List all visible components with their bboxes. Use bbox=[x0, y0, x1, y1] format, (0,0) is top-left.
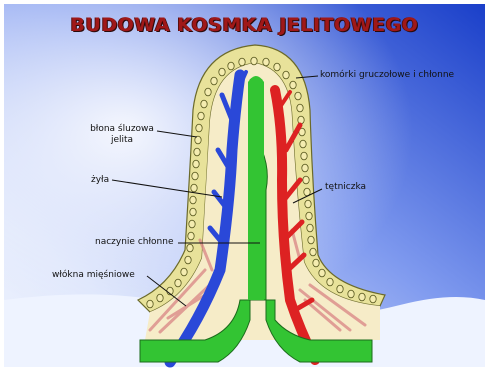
label-komorki: komórki gruczołowe i chłonne bbox=[320, 70, 454, 81]
epithelial-cell bbox=[205, 88, 211, 96]
epithelial-cell bbox=[188, 232, 194, 240]
epithelial-cell bbox=[302, 164, 308, 172]
epithelial-cell bbox=[196, 124, 202, 132]
diagram-title: BUDOWA KOSMKA JELITOWEGO bbox=[0, 14, 489, 36]
label-blona: błona śluzowa jelita bbox=[87, 124, 157, 146]
epithelial-cell bbox=[195, 136, 201, 144]
epithelial-cell bbox=[307, 224, 313, 232]
epithelial-cell bbox=[370, 295, 376, 303]
epithelial-cell bbox=[290, 81, 296, 89]
epithelial-cell bbox=[300, 140, 306, 148]
epithelial-cell bbox=[297, 104, 303, 112]
epithelial-cell bbox=[187, 244, 193, 252]
epithelial-cell bbox=[348, 290, 354, 298]
label-naczynie: naczynie chłonne bbox=[95, 237, 173, 248]
epithelial-cell bbox=[190, 196, 196, 204]
epithelial-cell bbox=[185, 256, 191, 264]
epithelial-cell bbox=[181, 268, 187, 276]
epithelial-cell bbox=[189, 220, 195, 228]
label-tetniczka: tętniczka bbox=[325, 182, 366, 193]
epithelial-cell bbox=[327, 278, 333, 286]
label-wlokna: włókna mięśniowe bbox=[52, 270, 135, 281]
epithelial-cell bbox=[337, 285, 343, 293]
epithelial-cell bbox=[303, 176, 309, 184]
epithelial-cell bbox=[157, 294, 163, 302]
epithelial-cell bbox=[313, 259, 319, 267]
epithelial-cell bbox=[175, 279, 181, 287]
epithelial-cell bbox=[319, 269, 325, 277]
epithelial-cell bbox=[274, 63, 280, 71]
epithelial-cell bbox=[147, 300, 153, 308]
epithelial-cell bbox=[194, 148, 200, 156]
epithelial-cell bbox=[283, 71, 289, 79]
epithelial-cell bbox=[228, 62, 234, 70]
epithelial-cell bbox=[201, 100, 207, 108]
epithelial-cell bbox=[211, 77, 217, 85]
label-blona-line2: jelita bbox=[87, 135, 157, 146]
epithelial-cell bbox=[301, 152, 307, 160]
label-zyla: żyła bbox=[91, 175, 109, 186]
epithelial-cell bbox=[251, 57, 257, 65]
epithelial-cell bbox=[308, 236, 314, 244]
epithelial-cell bbox=[298, 116, 304, 124]
epithelial-cell bbox=[193, 160, 199, 168]
epithelial-cell bbox=[359, 293, 365, 301]
epithelial-cell bbox=[219, 68, 225, 76]
epithelial-cell bbox=[310, 248, 316, 256]
epithelial-cell bbox=[263, 58, 269, 66]
epithelial-cell bbox=[295, 92, 301, 100]
epithelial-cell bbox=[191, 184, 197, 192]
epithelial-cell bbox=[239, 58, 245, 66]
epithelial-cell bbox=[306, 212, 312, 220]
epithelial-cell bbox=[190, 208, 196, 216]
epithelial-cell bbox=[305, 200, 311, 208]
epithelial-cell bbox=[198, 112, 204, 120]
epithelial-cell bbox=[192, 172, 198, 180]
label-blona-line1: błona śluzowa bbox=[87, 124, 157, 135]
